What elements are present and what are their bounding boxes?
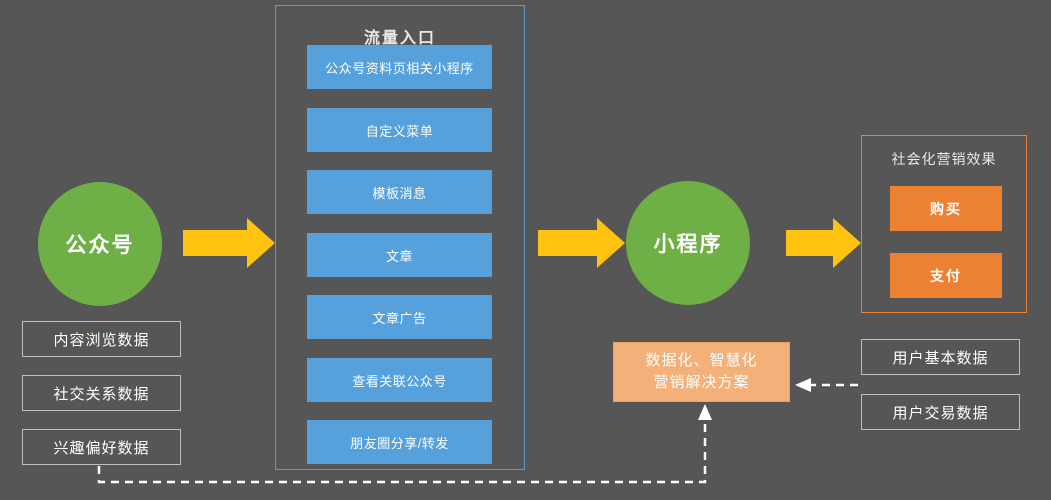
traffic-entry-title: 流量入口 (363, 30, 436, 47)
left-data-tag-content-browsing-label: 内容浏览数据 (53, 331, 150, 349)
right-data-tag-user-transaction-label: 用户交易数据 (892, 404, 989, 422)
right-data-tag-user-basic[interactable]: 用户基本数据 (861, 339, 1020, 375)
marketing-item-purchase-label: 购买 (930, 200, 962, 217)
traffic-item-3[interactable]: 文章 (307, 233, 492, 277)
node-mini-program-label: 小程序 (653, 233, 723, 256)
left-data-tag-social-relation[interactable]: 社交关系数据 (22, 375, 181, 411)
traffic-item-2-label: 模板消息 (372, 185, 427, 201)
solution-box-line1: 数据化、智慧化 (645, 352, 758, 370)
marketing-item-purchase[interactable]: 购买 (890, 186, 1002, 231)
left-data-tag-content-browsing[interactable]: 内容浏览数据 (22, 321, 181, 357)
traffic-item-1[interactable]: 自定义菜单 (307, 108, 492, 152)
traffic-item-5[interactable]: 查看关联公众号 (307, 358, 492, 402)
solution-box-line2: 营销解决方案 (653, 374, 750, 391)
marketing-effect-panel: 社会化营销效果 (861, 135, 1027, 313)
arrow-miniprogram-to-marketing (786, 218, 861, 268)
arrow-right-data-to-solution (795, 378, 858, 392)
traffic-item-2[interactable]: 模板消息 (307, 170, 492, 214)
traffic-item-3-label: 文章 (385, 248, 413, 264)
left-data-tag-social-relation-label: 社交关系数据 (53, 385, 150, 403)
traffic-item-0-label: 公众号资料页相关小程序 (325, 60, 474, 76)
solution-box[interactable]: 数据化、智慧化 营销解决方案 (613, 342, 790, 402)
marketing-item-payment[interactable]: 支付 (890, 253, 1002, 298)
traffic-entry-panel: 流量入口 (275, 5, 525, 470)
traffic-item-0[interactable]: 公众号资料页相关小程序 (307, 45, 492, 89)
traffic-item-5-label: 查看关联公众号 (352, 373, 447, 389)
node-official-account[interactable]: 公众号 (38, 182, 162, 306)
node-mini-program[interactable]: 小程序 (626, 181, 750, 305)
arrow-account-to-traffic (183, 218, 275, 268)
left-data-tag-interest-preference[interactable]: 兴趣偏好数据 (22, 429, 181, 465)
marketing-item-payment-label: 支付 (930, 267, 962, 284)
traffic-item-6-label: 朋友圈分享/转发 (350, 435, 449, 451)
marketing-effect-title: 社会化营销效果 (891, 151, 997, 167)
traffic-item-1-label: 自定义菜单 (365, 123, 434, 139)
left-data-tag-interest-preference-label: 兴趣偏好数据 (53, 439, 150, 457)
node-official-account-label: 公众号 (65, 234, 135, 257)
traffic-item-4-label: 文章广告 (372, 310, 427, 326)
right-data-tag-user-transaction[interactable]: 用户交易数据 (861, 394, 1020, 430)
traffic-item-6[interactable]: 朋友圈分享/转发 (307, 420, 492, 464)
traffic-item-4[interactable]: 文章广告 (307, 295, 492, 339)
right-data-tag-user-basic-label: 用户基本数据 (892, 349, 989, 367)
arrow-traffic-to-miniprogram (538, 218, 625, 268)
